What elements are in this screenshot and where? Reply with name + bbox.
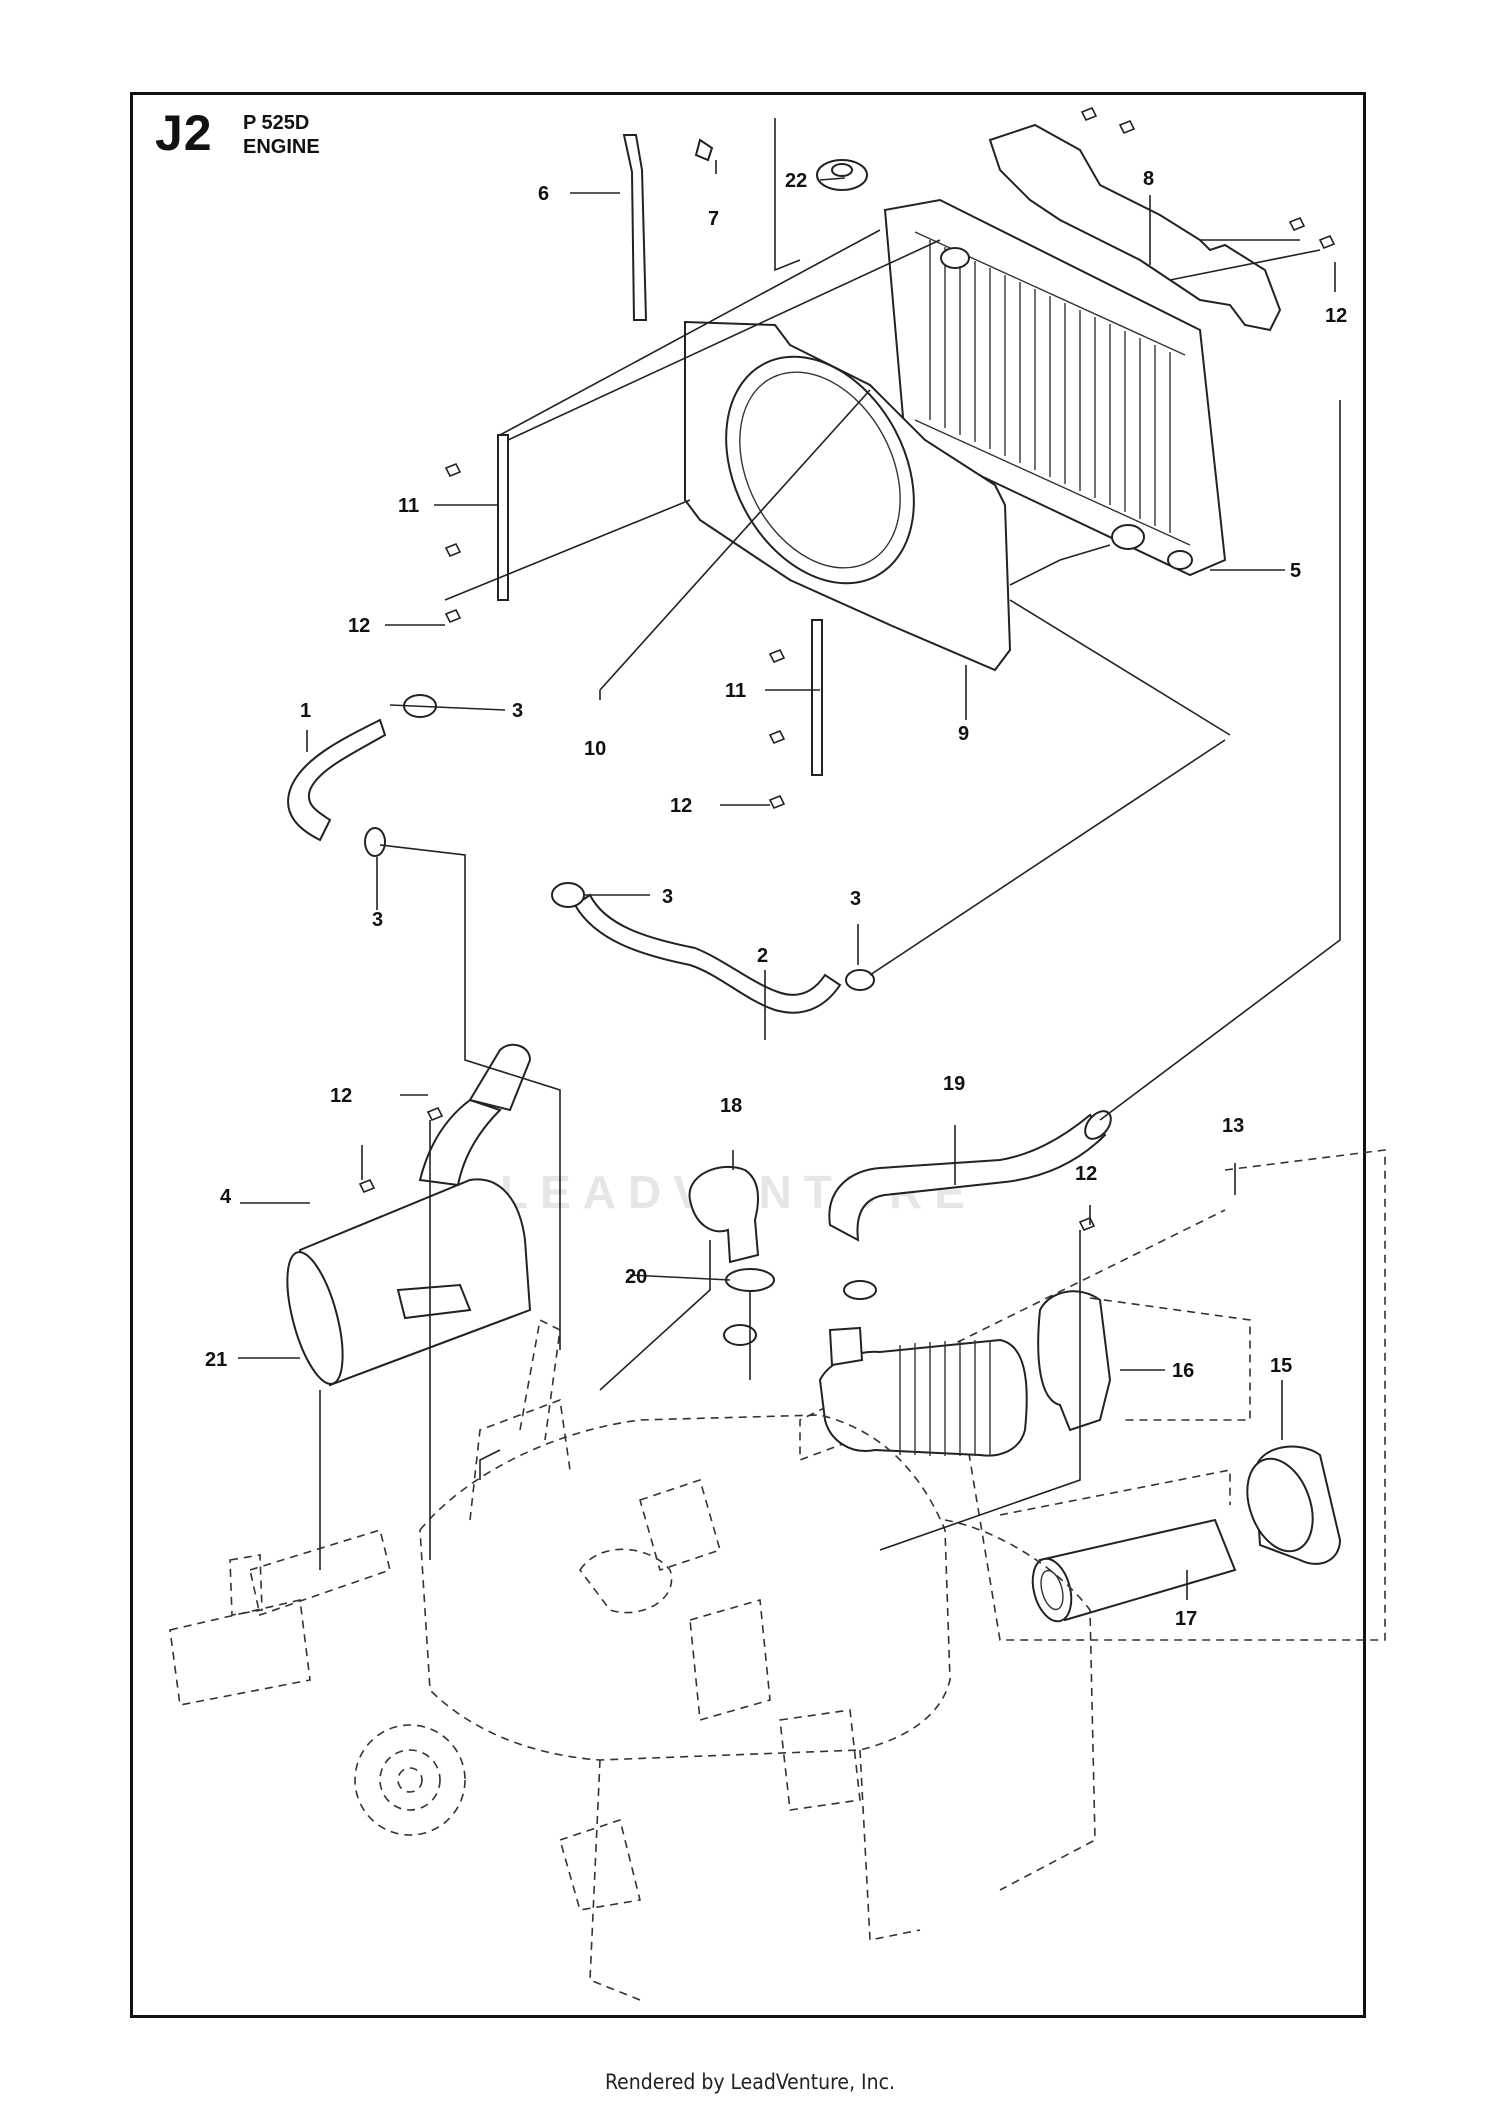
sheet-id: J2 xyxy=(155,105,213,161)
callout-12a: 12 xyxy=(348,615,370,637)
bolts[interactable] xyxy=(358,106,1336,1232)
callout-12c: 12 xyxy=(1325,305,1347,327)
callout-1: 1 xyxy=(300,700,311,722)
filter-cover[interactable] xyxy=(1235,1445,1342,1565)
callout-17: 17 xyxy=(1175,1608,1197,1630)
intake-elbow[interactable] xyxy=(688,1165,760,1264)
callout-9: 9 xyxy=(958,723,969,745)
callout-22: 22 xyxy=(785,170,807,192)
callout-12b: 12 xyxy=(670,795,692,817)
lower-radiator-hose[interactable] xyxy=(573,893,842,1014)
callout-4: 4 xyxy=(220,1186,232,1208)
bracket-right[interactable] xyxy=(811,619,823,776)
radiator-seal-bracket[interactable] xyxy=(988,123,1282,332)
callout-20: 20 xyxy=(625,1266,647,1288)
callout-13: 13 xyxy=(1222,1115,1244,1137)
intake-hose[interactable] xyxy=(828,1106,1116,1242)
callout-18: 18 xyxy=(720,1095,742,1117)
callout-8: 8 xyxy=(1143,168,1154,190)
callout-10: 10 xyxy=(584,738,606,760)
callout-3a: 3 xyxy=(512,700,523,722)
hose-clamps[interactable] xyxy=(364,694,875,991)
footer-credit: Rendered by LeadVenture, Inc. xyxy=(605,2070,895,2094)
upper-radiator-hose[interactable] xyxy=(287,718,387,842)
callout-15: 15 xyxy=(1270,1355,1292,1377)
engine-assembly-context xyxy=(169,1318,1096,2001)
callout-3c: 3 xyxy=(662,886,673,908)
callout-16: 16 xyxy=(1172,1360,1194,1382)
bracket-left[interactable] xyxy=(497,434,509,601)
callout-5: 5 xyxy=(1290,560,1301,582)
muffler[interactable] xyxy=(276,1043,532,1390)
callout-12d: 12 xyxy=(330,1085,352,1107)
callout-7: 7 xyxy=(708,208,719,230)
callout-19: 19 xyxy=(943,1073,965,1095)
callout-12e: 12 xyxy=(1075,1163,1097,1185)
radiator-cap[interactable] xyxy=(816,159,868,191)
callout-21: 21 xyxy=(205,1349,227,1371)
callout-6: 6 xyxy=(538,183,549,205)
section-label: ENGINE xyxy=(243,136,320,158)
intake-clamp[interactable] xyxy=(723,1268,877,1346)
callout-11a: 11 xyxy=(398,495,419,517)
leader-lines xyxy=(238,118,1341,1600)
callout-2: 2 xyxy=(757,945,768,967)
overflow-hose[interactable] xyxy=(622,134,648,321)
filter-mounting-strap[interactable] xyxy=(1037,1290,1251,1432)
hose-clamp-small[interactable] xyxy=(694,138,714,162)
callout-3b: 3 xyxy=(372,909,383,931)
model-label: P 525D xyxy=(243,112,310,134)
fan-shroud[interactable] xyxy=(684,320,1012,672)
callouts: 1 2 3 3 3 3 4 5 6 7 8 9 10 11 11 12 12 1… xyxy=(205,168,1347,1630)
callout-3d: 3 xyxy=(850,888,861,910)
callout-11b: 11 xyxy=(725,680,746,702)
diagram-frame xyxy=(130,92,1366,2018)
filter-element[interactable] xyxy=(999,1469,1237,1626)
air-filter-assembly[interactable] xyxy=(799,1149,1386,1641)
